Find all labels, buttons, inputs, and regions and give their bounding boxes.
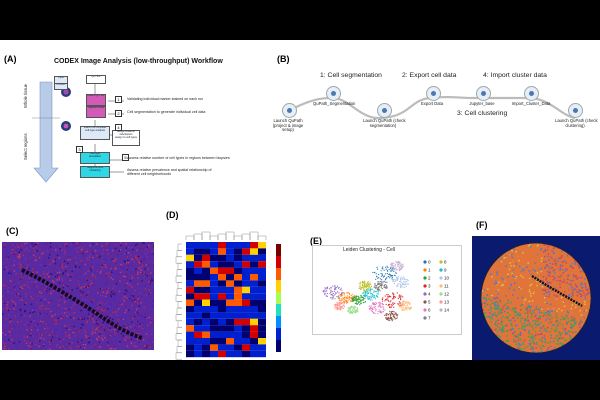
pipeline-step-3: 3: Cell clustering [457,110,508,117]
umap-legend-label: 10 [444,276,450,281]
step-number-4: 4 [115,124,122,131]
panel-label-e: (E) [310,236,322,246]
node-check-clustering [568,103,583,118]
tissue-dark-streak [21,268,143,340]
pipeline-step-4: 4: Import cluster data [483,72,547,79]
umap-legend-label: 9 [444,268,447,273]
codex-box: CODEX [54,83,68,90]
figure-canvas: (A) CODEX Image Analysis (low-throughput… [0,40,600,360]
panel-label-a: (A) [4,54,17,64]
step-number-2: 2 [115,110,122,117]
merge-clusters-box: Merge clusters/ subclusters assign to ce… [112,130,140,146]
flow-box-launch: Launch & complete cell-type analysis [80,126,110,140]
node-import-cluster [524,86,539,101]
panel-label-c: (C) [6,226,19,236]
annotation-2: Cell segmentation to generate individual… [127,110,206,114]
node-launch-qupath [282,103,297,118]
umap-legend-label: 7 [428,316,431,321]
heatmap-d [172,226,292,360]
step-number-3: 3 [76,146,83,153]
tissue-image-c [2,242,154,350]
umap-legend-label: 3 [428,284,431,289]
annotation-4: Assess relative prevalence and spatial r… [127,168,212,176]
annotation-3: Assess relative number of cell types in … [127,156,230,160]
qptiff-box: QPTIFF [86,75,106,84]
umap-legend-label: 1 [428,268,431,273]
side-label-select-regions: Select regions [23,133,28,160]
node-label-export-data: Export Data [420,101,444,106]
umap-legend-label: 8 [444,260,447,265]
pipeline-step-2: 2: Export cell data [402,72,457,79]
umap-legend-label: 2 [428,276,431,281]
tissue-core-f [472,236,600,360]
umap-legend-label: 14 [444,308,450,313]
node-label-import-cluster: Import_Cluster_Data [511,101,551,106]
flow-box-neighborhood: Neighborhood clustering [80,166,110,178]
panel-label-d: (D) [166,210,179,220]
panel-label-b: (B) [277,54,290,64]
pipeline-connector [289,96,576,120]
node-export-data [426,86,441,101]
flow-box-segment: Segment cells [86,106,106,118]
panel-label-f: (F) [476,220,488,230]
core-dark-streak [531,275,583,308]
pipeline-step-1: 1: Cell segmentation [320,72,382,79]
node-label-launch-qupath: Launch QuPath (project & image setup) [272,118,304,133]
workflow-title: CODEX Image Analysis (low-throughput) Wo… [54,58,223,65]
node-segmentation [326,86,341,101]
umap-legend-label: 0 [428,260,431,265]
umap-legend-label: 13 [444,300,450,305]
umap-legend-label: 12 [444,292,450,297]
umap-legend-label: 6 [428,308,431,313]
step-number-5: 5 [122,154,129,161]
workflow-side-arrow [33,81,59,183]
side-label-whole-tissue: Whole tissue [23,84,28,108]
umap-legend-label: 4 [428,292,431,297]
node-label-jupyter: Jupyter_base [469,101,495,106]
annotation-1: Validating individual marker stained on … [127,97,204,101]
step-number-1: 1 [115,96,122,103]
node-label-check-clustering: Launch QuPath (check clustering) [555,118,598,128]
flow-box-import: Import QPTIFF [86,94,106,106]
flow-box-annotation: Cell-type annotation [80,152,110,164]
node-check-segmentation [377,103,392,118]
umap-legend-label: 11 [444,284,449,289]
node-label-segmentation: QuPath_Segmentation [313,101,356,106]
umap-title: Leiden Clustering - Cell [343,247,395,253]
node-label-check-segmentation: Launch QuPath (check segmentation) [363,118,406,128]
umap-legend-label: 5 [428,300,431,305]
node-jupyter [476,86,491,101]
